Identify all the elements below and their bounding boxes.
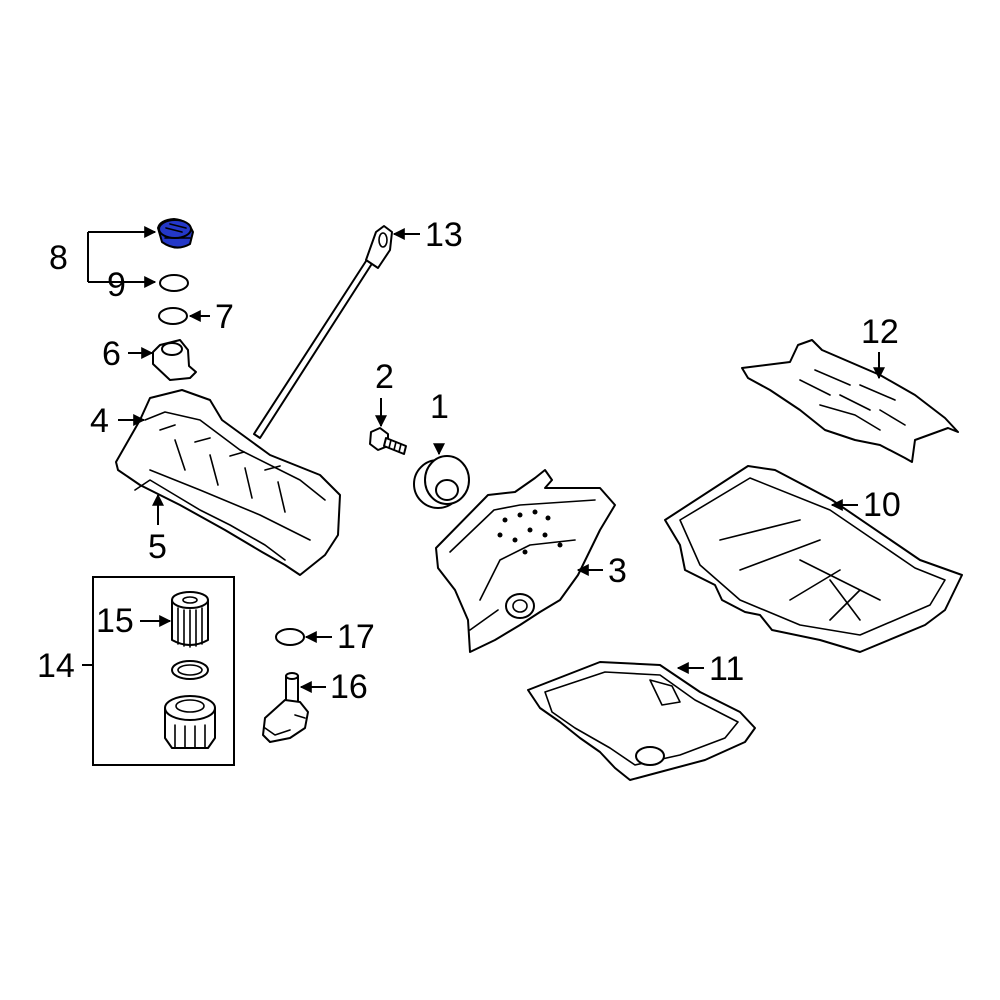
valve-cover-bays <box>159 424 286 513</box>
callout-labels: 8 9 7 6 4 5 13 2 1 3 12 10 11 14 15 17 1… <box>37 216 901 706</box>
windage-tray-part[interactable] <box>741 339 959 463</box>
callout-1: 1 <box>430 388 449 426</box>
timing-cover-outline <box>435 469 616 653</box>
filter-cap-inner <box>175 699 205 713</box>
dipstick-handle-eye <box>378 232 388 248</box>
lower-oil-pan-outline <box>527 661 756 781</box>
callout-12: 12 <box>861 313 899 351</box>
lower-oil-pan-part[interactable] <box>527 661 756 781</box>
upper-oil-pan-bracing <box>719 519 881 621</box>
callout-7: 7 <box>215 298 234 336</box>
oil-level-sensor-part[interactable] <box>262 672 309 743</box>
o-ring-7-part[interactable] <box>158 307 188 325</box>
callout-5: 5 <box>148 528 167 566</box>
callout-6: 6 <box>102 335 121 373</box>
pulley-hub <box>435 479 459 501</box>
oil-filter-element-part[interactable] <box>171 591 209 648</box>
filter-kit-box <box>92 576 235 766</box>
timing-cover-inner <box>449 499 596 631</box>
callout-2: 2 <box>375 358 394 396</box>
oil-filler-neck-part[interactable] <box>152 339 197 381</box>
timing-cover-part[interactable] <box>435 469 616 653</box>
callout-8: 8 <box>49 239 68 277</box>
filter-gasket-part[interactable] <box>171 660 209 680</box>
sensor-stem-top <box>285 672 299 680</box>
dipstick-rod <box>253 257 374 439</box>
filter-housing-cap-part[interactable] <box>164 695 216 749</box>
filler-neck-opening <box>161 342 183 356</box>
upper-oil-pan-outline <box>664 465 963 653</box>
timing-cover-seal-inner <box>512 599 528 613</box>
dipstick-part[interactable] <box>253 225 393 439</box>
callout-3: 3 <box>608 552 627 590</box>
filter-element-top <box>171 591 209 609</box>
callout-16: 16 <box>330 668 368 706</box>
windage-tray-ribs <box>799 369 906 431</box>
valve-cover-ridge <box>144 411 326 541</box>
oil-filler-cap-part[interactable] <box>157 218 194 249</box>
oil-filler-cap-top <box>158 219 192 239</box>
filter-cap-ribs <box>174 724 206 749</box>
sensor-connector <box>264 714 306 736</box>
upper-oil-pan-part[interactable] <box>664 465 963 653</box>
lower-oil-pan-rim <box>544 671 739 766</box>
callout-14: 14 <box>37 647 75 685</box>
callout-9: 9 <box>107 266 126 304</box>
dipstick-handle <box>365 225 393 269</box>
filter-gasket-outer <box>171 660 209 680</box>
o-ring-9-part[interactable] <box>159 274 189 292</box>
callout-10: 10 <box>863 486 901 524</box>
bolt-part[interactable] <box>369 427 407 455</box>
filter-cap-top <box>164 695 216 721</box>
upper-oil-pan-rim <box>679 477 946 636</box>
timing-cover-bolt-holes <box>497 509 563 555</box>
sensor-body <box>262 699 309 743</box>
bolt-threads <box>388 439 402 453</box>
callout-15: 15 <box>96 602 134 640</box>
callout-17: 17 <box>337 618 375 656</box>
o-ring-17-part[interactable] <box>275 628 305 646</box>
windage-tray-outline <box>741 339 959 463</box>
filter-element-pleats <box>177 607 203 648</box>
valve-cover-part[interactable] <box>115 389 341 576</box>
valve-cover-outline <box>115 389 341 576</box>
callout-11: 11 <box>709 650 744 688</box>
valve-cover-gasket-edge <box>134 479 286 561</box>
filter-element-core <box>182 596 198 604</box>
drain-plug-boss <box>635 746 665 766</box>
leader-lines <box>82 226 885 693</box>
pulley-part[interactable] <box>413 455 470 509</box>
callout-13: 13 <box>425 216 463 254</box>
oil-filler-cap-ribs <box>164 223 191 239</box>
callout-4: 4 <box>90 402 109 440</box>
oil-pan-pocket <box>649 679 681 706</box>
timing-cover-seal <box>505 593 535 619</box>
filter-gasket-inner <box>177 664 203 676</box>
